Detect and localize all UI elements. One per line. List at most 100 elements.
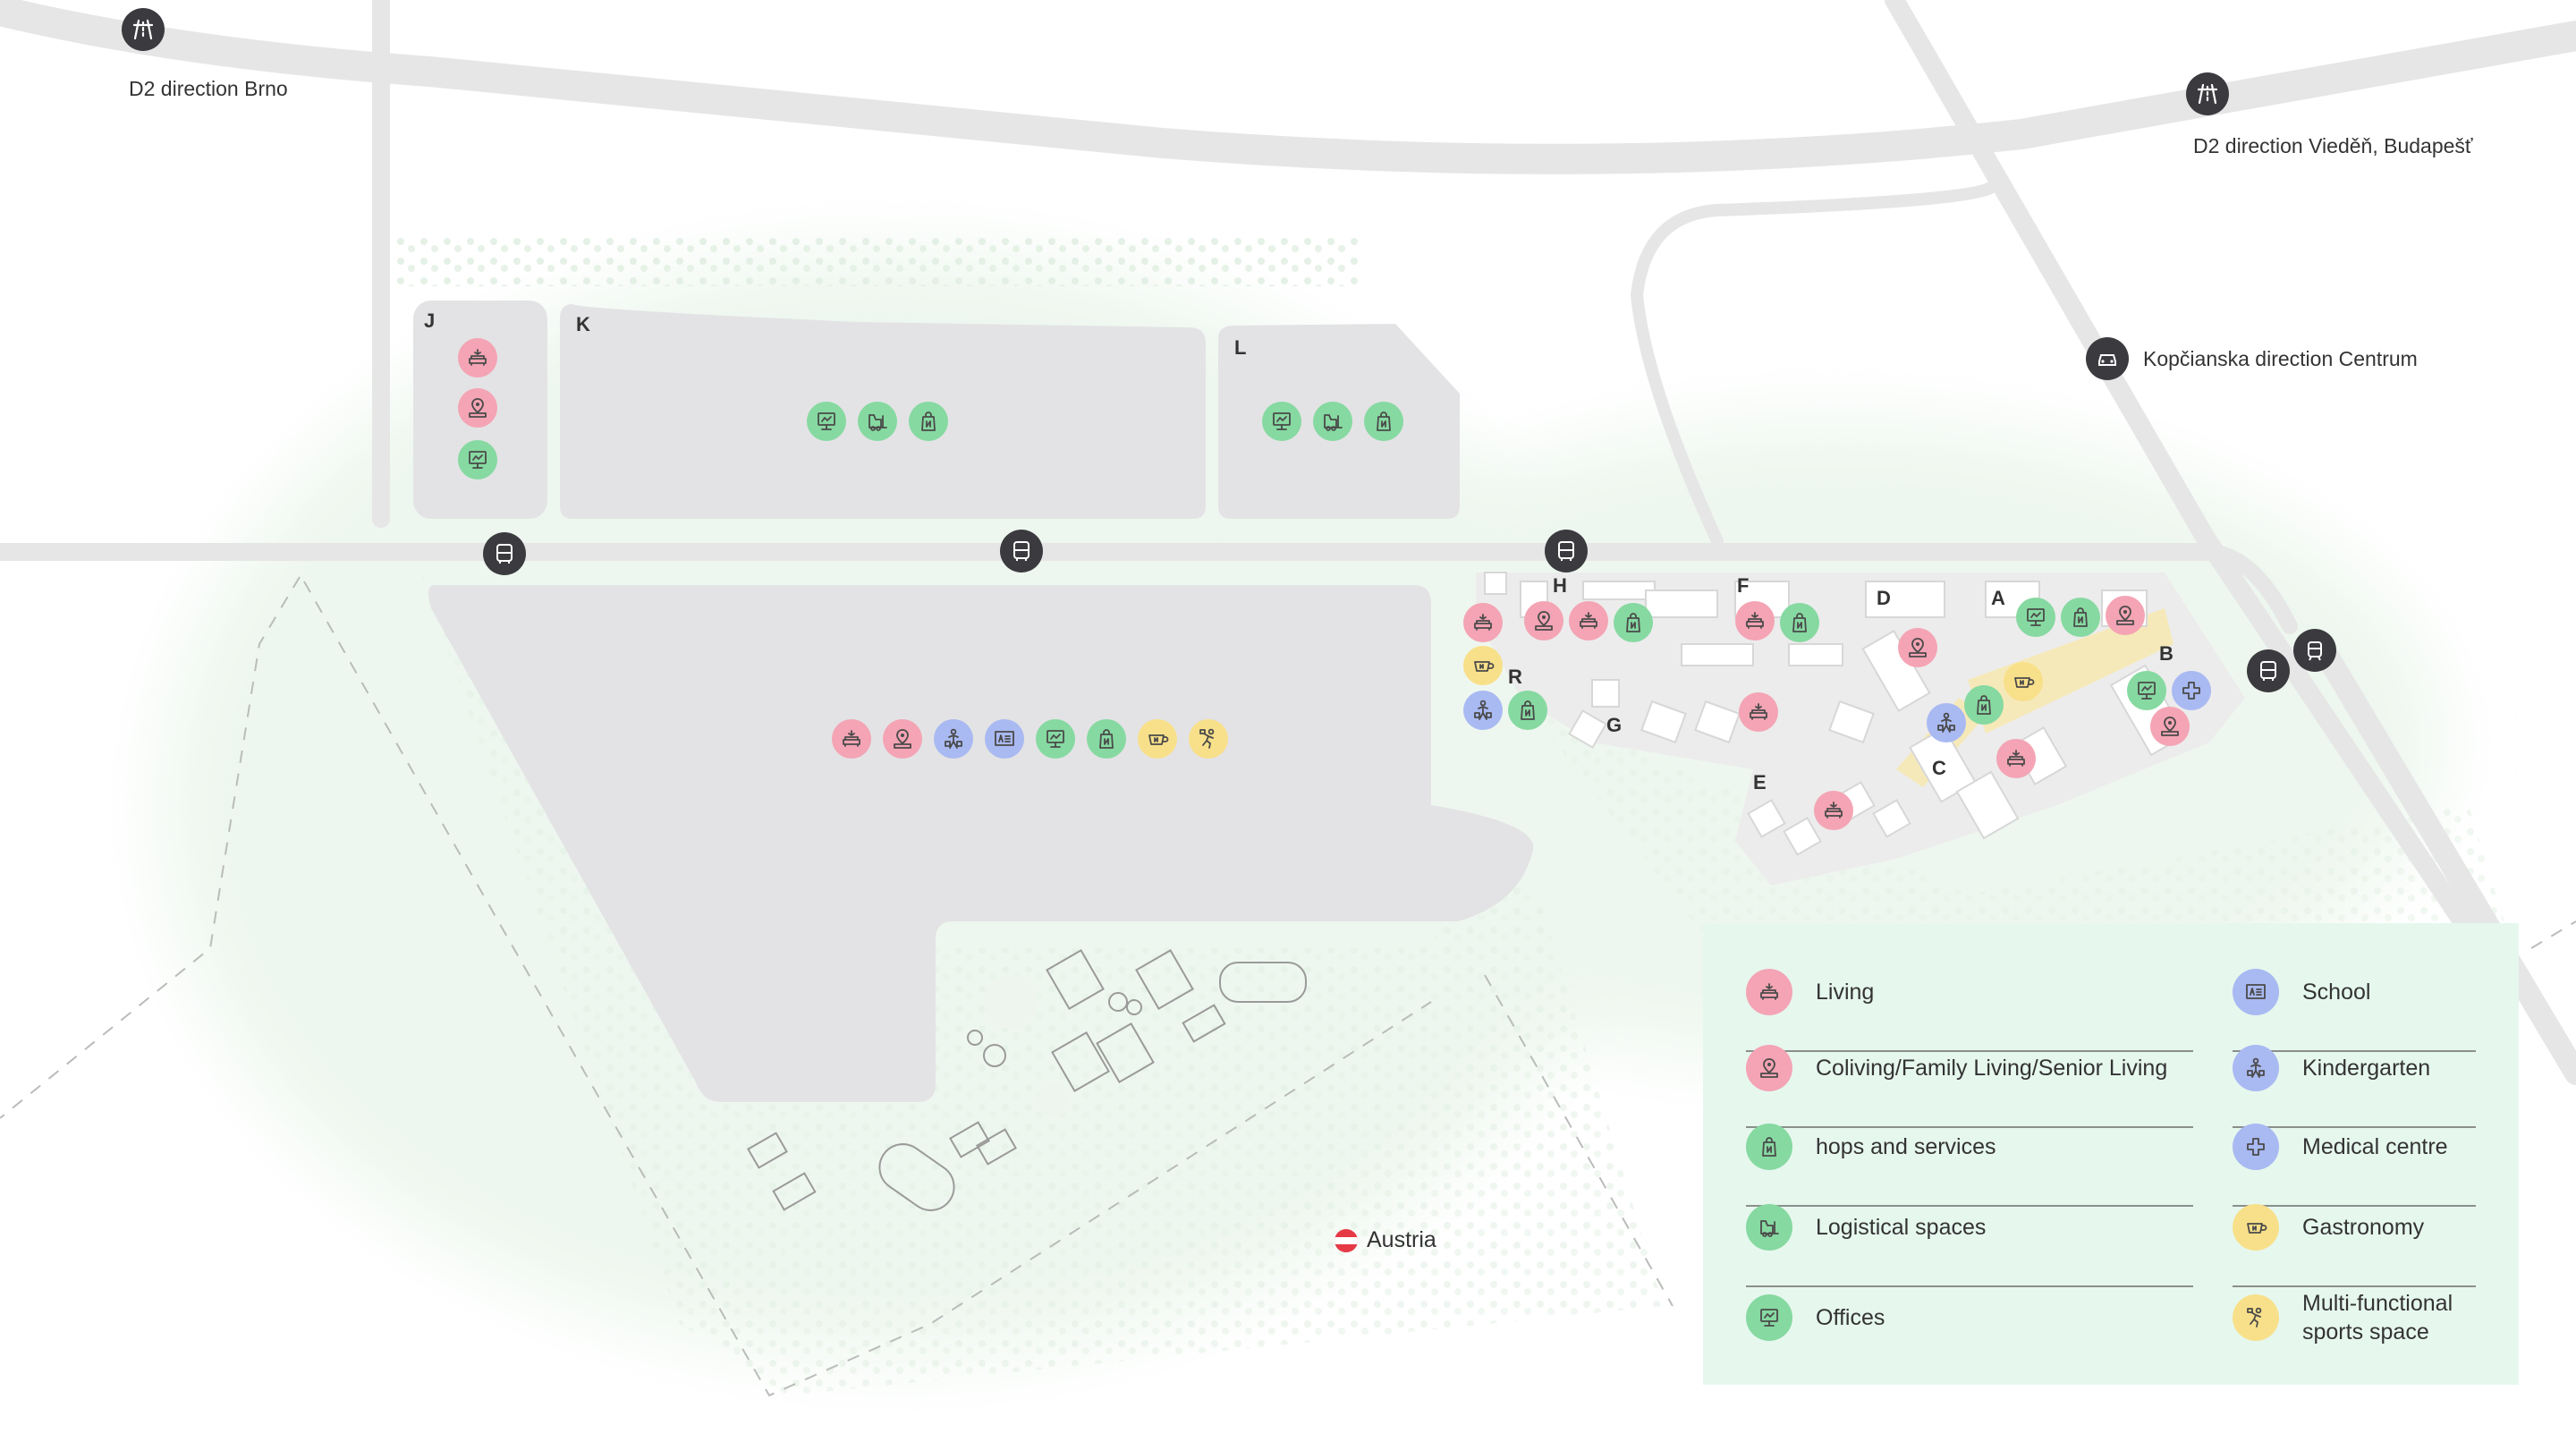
highway-marker[interactable] <box>122 8 165 51</box>
legend-label: School <box>2302 980 2371 1005</box>
shopping-bag-marker[interactable] <box>1780 603 1819 642</box>
legend-item-shops: hops and services <box>1746 1108 2193 1185</box>
coffee-cup-icon <box>2247 1223 2267 1234</box>
sofa-marker[interactable] <box>1735 601 1775 640</box>
child-icon <box>2247 1057 2265 1078</box>
child-marker[interactable] <box>2233 1045 2279 1091</box>
forklift-marker[interactable] <box>858 402 897 441</box>
blackboard-marker[interactable] <box>985 719 1024 759</box>
sofa-marker[interactable] <box>1569 601 1608 640</box>
sofa-icon <box>1580 612 1597 629</box>
forklift-marker[interactable] <box>1746 1204 1792 1251</box>
car-marker[interactable] <box>2086 337 2129 380</box>
computer-icon <box>469 451 487 469</box>
computer-icon <box>2027 608 2045 626</box>
shopping-bag-icon <box>1977 695 1991 715</box>
legend-divider <box>1746 1285 2193 1287</box>
computer-marker[interactable] <box>2127 671 2166 710</box>
legend-label: Medical centre <box>2302 1134 2448 1159</box>
computer-marker[interactable] <box>1262 402 1301 441</box>
legend-item-offices: Offices <box>1746 1279 2193 1356</box>
plot-label-F: F <box>1737 574 1750 597</box>
sofa-icon <box>1825 802 1843 819</box>
coffee-cup-marker[interactable] <box>2233 1204 2279 1251</box>
computer-marker[interactable] <box>807 402 846 441</box>
sofa-marker[interactable] <box>1463 603 1503 642</box>
child-marker[interactable] <box>1463 691 1503 730</box>
legend-divider <box>2233 1285 2476 1287</box>
shopping-bag-icon <box>1626 613 1640 632</box>
austria-flag-icon <box>1335 1228 1358 1252</box>
shopping-bag-marker[interactable] <box>1087 719 1126 759</box>
blackboard-marker[interactable] <box>2233 969 2279 1015</box>
sofa-marker[interactable] <box>1746 969 1792 1015</box>
computer-marker[interactable] <box>458 440 497 479</box>
bus-icon <box>1558 541 1574 561</box>
computer-marker[interactable] <box>2016 598 2055 637</box>
shopping-bag-marker[interactable] <box>909 402 948 441</box>
plot-label-K: K <box>576 313 590 335</box>
shopping-bag-marker[interactable] <box>1508 691 1547 730</box>
sofa-marker[interactable] <box>1996 739 2036 778</box>
sofa-icon <box>1750 703 1767 720</box>
sofa-marker[interactable] <box>1739 692 1778 732</box>
legend-item-gastronomy: Gastronomy <box>2233 1189 2492 1266</box>
label-brno: D2 direction Brno <box>129 77 288 100</box>
location-pin-marker[interactable] <box>1524 601 1563 640</box>
legend-item-school: School <box>2233 954 2492 1031</box>
bus-stop-marker[interactable] <box>2247 649 2290 692</box>
location-pin-icon <box>1760 1058 1778 1078</box>
location-pin-marker[interactable] <box>1746 1045 1792 1091</box>
location-pin-icon <box>1535 611 1553 631</box>
coffee-cup-marker[interactable] <box>1463 646 1503 685</box>
tram-stop-marker[interactable] <box>2293 629 2336 672</box>
child-marker[interactable] <box>934 719 973 759</box>
computer-marker[interactable] <box>1746 1294 1792 1341</box>
location-pin-marker[interactable] <box>883 719 922 759</box>
sofa-icon <box>1760 983 1778 1000</box>
sports-marker[interactable] <box>2233 1294 2279 1341</box>
computer-icon <box>1273 412 1291 430</box>
sofa-marker[interactable] <box>1814 791 1853 830</box>
child-marker[interactable] <box>1927 703 1966 742</box>
sofa-marker[interactable] <box>458 338 497 377</box>
coffee-cup-marker[interactable] <box>1138 719 1177 759</box>
shopping-bag-marker[interactable] <box>1614 603 1653 642</box>
sports-marker[interactable] <box>1189 719 1228 759</box>
sofa-marker[interactable] <box>832 719 871 759</box>
shopping-bag-icon <box>1099 729 1114 749</box>
location-pin-marker[interactable] <box>2106 596 2145 635</box>
location-pin-marker[interactable] <box>458 388 497 428</box>
plot-label-J: J <box>424 310 436 332</box>
location-pin-marker[interactable] <box>2150 707 2190 746</box>
shopping-bag-marker[interactable] <box>1746 1124 1792 1170</box>
coffee-cup-marker[interactable] <box>2004 662 2043 701</box>
legend-item-logistics: Logistical spaces <box>1746 1189 2193 1266</box>
bus-icon <box>1013 541 1030 561</box>
plot-label-E: E <box>1753 771 1767 793</box>
forklift-marker[interactable] <box>1313 402 1352 441</box>
bus-stop-marker[interactable] <box>1000 530 1043 573</box>
computer-marker[interactable] <box>1036 719 1075 759</box>
computer-icon <box>1046 730 1064 748</box>
sofa-icon <box>2007 750 2025 767</box>
legend-label: Living <box>1816 980 1875 1005</box>
car-icon <box>2098 354 2116 366</box>
medical-cross-marker[interactable] <box>2233 1124 2279 1170</box>
highway-icon <box>2197 83 2218 105</box>
shopping-bag-marker[interactable] <box>1364 402 1403 441</box>
shopping-bag-marker[interactable] <box>2061 598 2100 637</box>
boundary-lines <box>0 576 2576 1397</box>
location-pin-marker[interactable] <box>1898 628 1937 667</box>
sofa-icon <box>1474 614 1492 631</box>
legend-divider <box>2233 1205 2476 1207</box>
bus-stop-marker[interactable] <box>483 532 526 575</box>
legend-item-living: Living <box>1746 954 2193 1031</box>
highway-marker[interactable] <box>2186 72 2229 115</box>
shopping-bag-icon <box>1377 411 1391 431</box>
park-features <box>747 948 1307 1211</box>
bus-stop-marker[interactable] <box>1545 530 1588 573</box>
medical-cross-marker[interactable] <box>2172 671 2211 710</box>
child-icon <box>1937 712 1955 733</box>
shopping-bag-marker[interactable] <box>1964 685 2004 725</box>
